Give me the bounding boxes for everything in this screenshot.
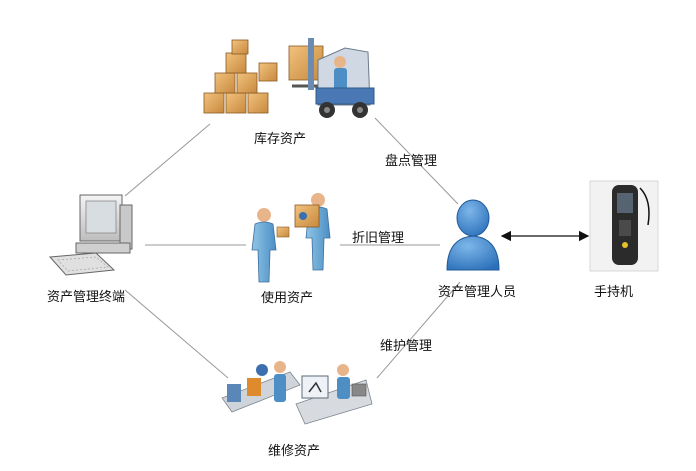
edge-inventory-manager [374, 117, 459, 205]
person-icon [446, 199, 500, 271]
two-workers-icon [251, 193, 331, 283]
depreciation-management-label: 折旧管理 [352, 231, 405, 246]
in-use-assets-label: 使用资产 [261, 291, 314, 306]
edge-repair-manager [376, 281, 461, 379]
edge-terminal-repair [124, 289, 229, 379]
edge-terminal-inventory [124, 123, 211, 197]
maintenance-management-label: 维护管理 [380, 339, 433, 354]
repair-workshop-icon [221, 361, 373, 425]
forklift [288, 38, 375, 118]
handheld-scanner-icon [589, 180, 659, 272]
handheld-label: 手持机 [594, 285, 634, 300]
manager-label: 资产管理人员 [438, 285, 517, 300]
boxes-forklift-icon [203, 38, 375, 118]
connector-lines [124, 117, 461, 379]
repair-assets-label: 维修资产 [268, 444, 321, 459]
inventory-management-label: 盘点管理 [385, 154, 438, 169]
inventory-assets-label: 库存资产 [254, 132, 307, 147]
terminal-label: 资产管理终端 [47, 290, 126, 305]
box-stack [203, 39, 278, 114]
desktop-computer-icon [48, 194, 133, 276]
